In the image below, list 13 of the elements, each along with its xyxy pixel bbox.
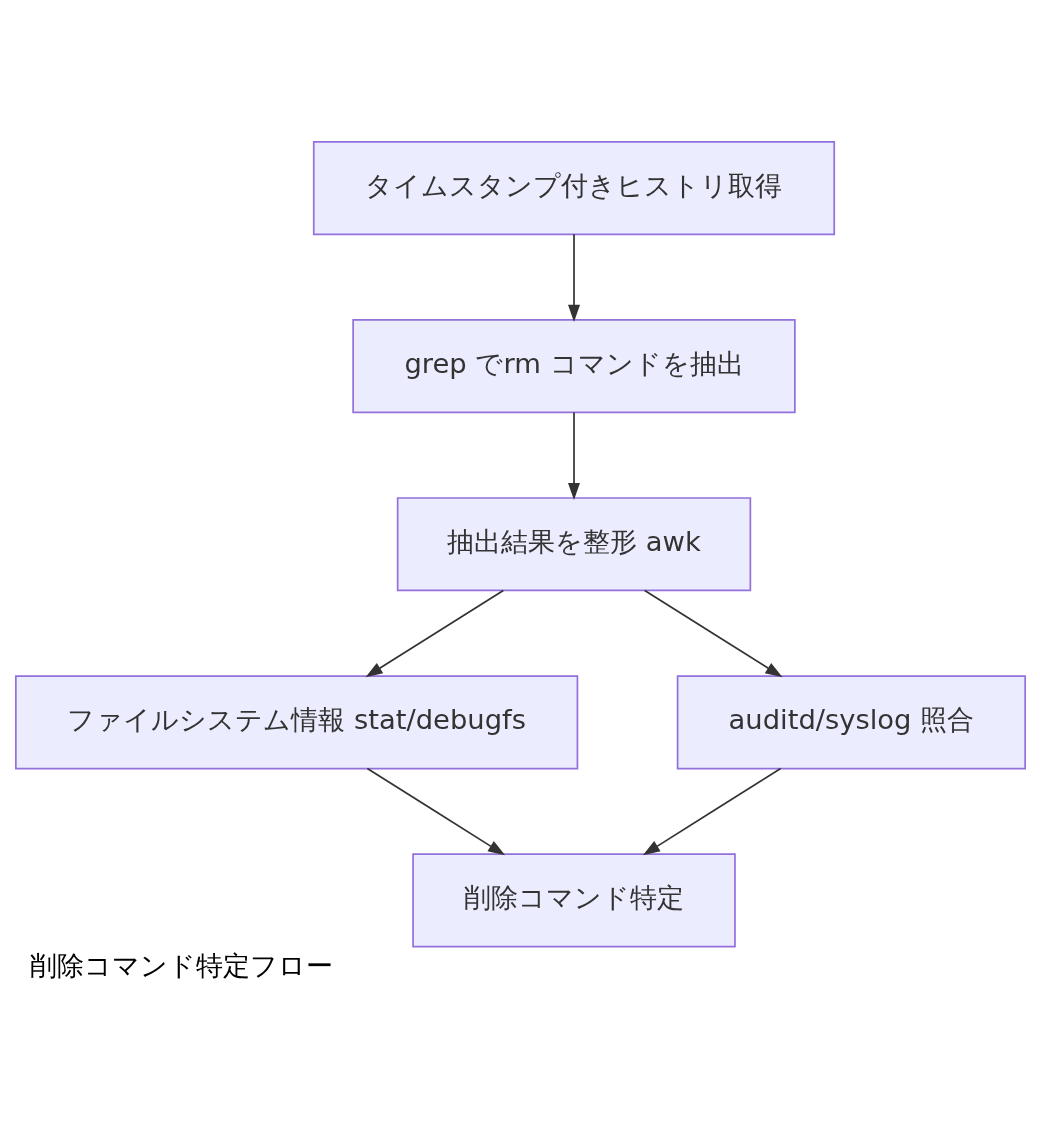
node-box: 抽出結果を整形 awk <box>396 496 751 591</box>
node-box: grep でrm コマンドを抽出 <box>351 318 796 413</box>
node-box: auditd/syslog 照合 <box>676 674 1026 769</box>
arrow <box>643 589 782 677</box>
caption: 削除コマンド特定フロー <box>29 949 333 981</box>
arrow <box>642 767 781 855</box>
arrow <box>567 233 580 322</box>
arrow <box>365 589 504 677</box>
node-box: タイムスタンプ付きヒストリ取得 <box>312 140 835 235</box>
node-box: ファイルシステム情報 stat/debugfs <box>14 674 578 769</box>
arrow <box>567 411 580 500</box>
arrow <box>366 767 505 855</box>
node-box: 削除コマンド特定 <box>411 852 736 947</box>
